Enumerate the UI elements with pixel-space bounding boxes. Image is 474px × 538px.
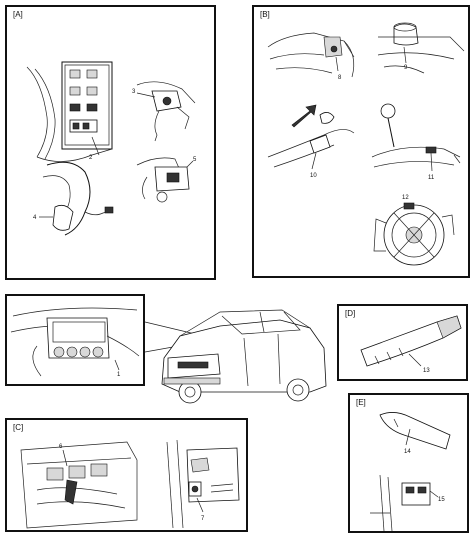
door-switch-illustration bbox=[26, 61, 113, 162]
panel-d: [D] 13 bbox=[337, 304, 468, 381]
callout-15: 15 bbox=[438, 497, 445, 503]
callout-5: 5 bbox=[193, 157, 197, 163]
panel-b-label: [B] bbox=[260, 10, 270, 19]
alternator-illustration bbox=[373, 202, 455, 266]
panel-c-callouts: 6 7 bbox=[59, 444, 205, 522]
relay-box-illustration bbox=[20, 441, 138, 529]
callout-3: 3 bbox=[132, 89, 136, 95]
shift-lever-illustration bbox=[371, 103, 461, 172]
panel-a: [A] bbox=[5, 5, 216, 280]
panel-c-label: [C] bbox=[13, 423, 24, 432]
callout-8: 8 bbox=[338, 75, 342, 81]
panel-b-drawing: 8 9 10 11 12 bbox=[267, 22, 465, 266]
dashboard-inset: 1 bbox=[5, 294, 145, 386]
panel-c-drawing: 6 7 bbox=[20, 439, 240, 529]
ignition-switch-illustration bbox=[136, 81, 196, 142]
panel-e-label: [E] bbox=[356, 398, 366, 407]
callout-12: 12 bbox=[402, 195, 409, 201]
panel-a-callouts: 2 3 4 5 bbox=[33, 89, 197, 221]
callout-2: 2 bbox=[89, 155, 93, 161]
callout-6: 6 bbox=[59, 444, 63, 450]
dashboard-drawing: 1 bbox=[10, 307, 140, 378]
panel-d-drawing: 13 bbox=[360, 315, 462, 374]
panel-d-label: [D] bbox=[345, 309, 356, 318]
callout-11: 11 bbox=[428, 175, 435, 181]
panel-b-callouts: 8 9 10 11 12 bbox=[310, 65, 435, 201]
door-jamb-switch-illustration bbox=[166, 439, 240, 529]
engine-bay-right-illustration bbox=[377, 22, 465, 74]
steering-column-illustration bbox=[39, 161, 114, 236]
callout-1: 1 bbox=[117, 372, 121, 378]
panel-c: [C] 6 7 bbox=[5, 418, 248, 532]
panel-a-label: [A] bbox=[13, 10, 23, 19]
callout-10: 10 bbox=[310, 173, 317, 179]
callout-4: 4 bbox=[33, 215, 37, 221]
callout-14: 14 bbox=[404, 449, 411, 455]
connector-release-illustration bbox=[267, 104, 355, 170]
engine-bay-left-illustration bbox=[267, 32, 355, 78]
callout-13: 13 bbox=[423, 368, 430, 374]
switch-unit-illustration bbox=[136, 157, 194, 203]
panel-a-drawing: 2 3 4 5 bbox=[26, 61, 197, 236]
panel-e: [E] 14 15 bbox=[348, 393, 469, 533]
callout-7: 7 bbox=[201, 516, 205, 522]
panel-e-drawing: 14 15 bbox=[370, 412, 451, 532]
panel-b: [B] bbox=[252, 5, 470, 278]
callout-9: 9 bbox=[404, 65, 408, 71]
